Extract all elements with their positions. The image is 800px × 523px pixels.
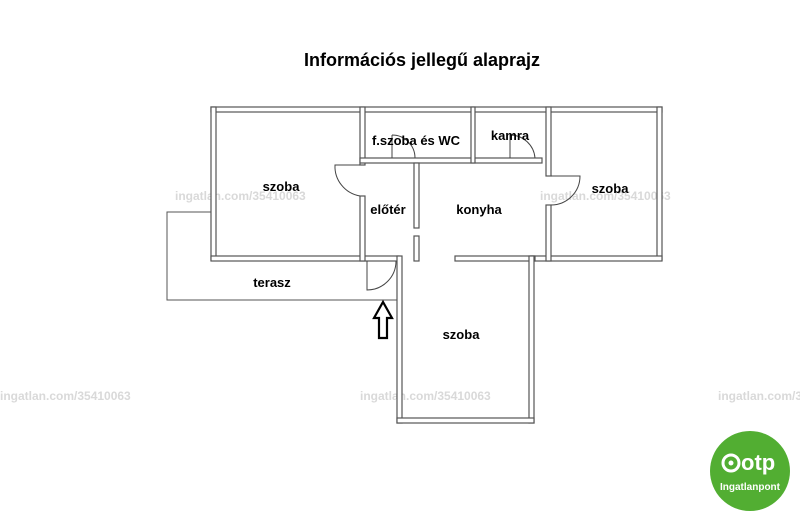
watermark-5: ingatlan.com/35410063: [718, 389, 800, 403]
watermarks: ingatlan.com/35410063 ingatlan.com/35410…: [0, 189, 800, 403]
room-label-kamra: kamra: [491, 128, 530, 143]
watermark-3: ingatlan.com/35410063: [0, 389, 131, 403]
entrance-arrow-icon: [372, 299, 394, 340]
doors: [334, 134, 581, 291]
room-label-terasz: terasz: [253, 275, 291, 290]
otp-logo-sub: Ingatlanpont: [720, 482, 781, 493]
watermark-2: ingatlan.com/35410063: [540, 189, 671, 203]
watermark-4: ingatlan.com/35410063: [360, 389, 491, 403]
room-label-eloter: előtér: [370, 202, 405, 217]
room-label-szoba-bottom: szoba: [443, 327, 481, 342]
room-label-konyha: konyha: [456, 202, 502, 217]
plan-title: Információs jellegű alaprajz: [304, 50, 540, 70]
otp-logo-circle: [710, 431, 790, 511]
otp-logo-icon: otp Ingatlanpont: [710, 431, 790, 511]
room-label-szoba-left: szoba: [263, 179, 301, 194]
otp-logo-brand: otp: [741, 450, 775, 475]
room-label-szoba-right: szoba: [592, 181, 630, 196]
watermark-1: ingatlan.com/35410063: [175, 189, 306, 203]
room-label-furdo: f.szoba és WC: [372, 133, 461, 148]
walls: [210, 106, 663, 424]
terrace-outline: [166, 211, 400, 301]
